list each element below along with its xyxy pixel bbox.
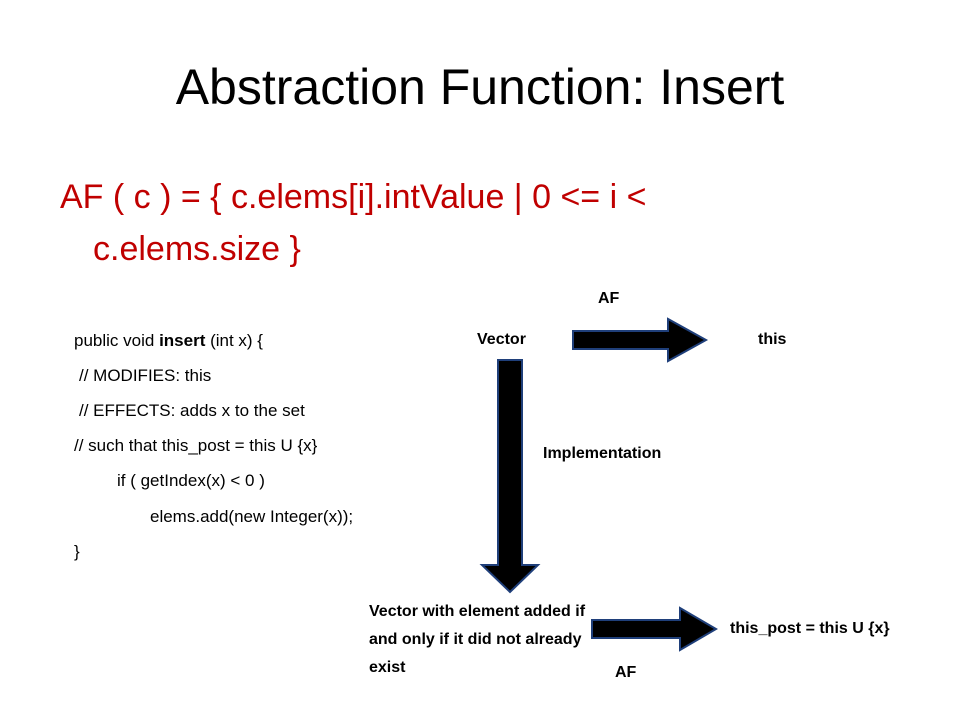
af-definition-line-1: AF ( c ) = { c.elems[i].intValue | 0 <= … bbox=[60, 178, 647, 216]
label-implementation: Implementation bbox=[543, 445, 662, 462]
top-arrow-label: AF bbox=[598, 290, 620, 307]
code-method-name: insert bbox=[159, 331, 206, 350]
label-vector-with-element: Vector with element added if and only if… bbox=[369, 603, 586, 676]
af-definition-line-2: c.elems.size } bbox=[93, 230, 301, 268]
code-line-5: if ( getIndex(x) < 0 ) bbox=[117, 471, 265, 490]
top-af-arrow bbox=[572, 317, 709, 363]
code-line-2: // MODIFIES: this bbox=[79, 366, 212, 385]
bottom-af-arrow bbox=[591, 606, 718, 652]
bottom-arrow-label: AF bbox=[615, 664, 637, 681]
code-line-1: public void insert (int x) { bbox=[74, 331, 263, 351]
code-line-7: } bbox=[74, 542, 80, 561]
code-line-6: elems.add(new Integer(x)); bbox=[150, 507, 354, 526]
code-params-text: (int x) { bbox=[205, 331, 263, 350]
implementation-arrow bbox=[479, 359, 541, 594]
label-this: this bbox=[758, 331, 787, 348]
code-line-3: // EFFECTS: adds x to the set bbox=[79, 401, 305, 420]
code-line-4: // such that this_post = this U {x} bbox=[74, 436, 318, 455]
label-vector: Vector bbox=[477, 331, 526, 348]
code-keyword-text: public void bbox=[74, 331, 160, 350]
slide-title: Abstraction Function: Insert bbox=[175, 59, 785, 115]
label-this-post: this_post = this U {x} bbox=[730, 620, 890, 637]
